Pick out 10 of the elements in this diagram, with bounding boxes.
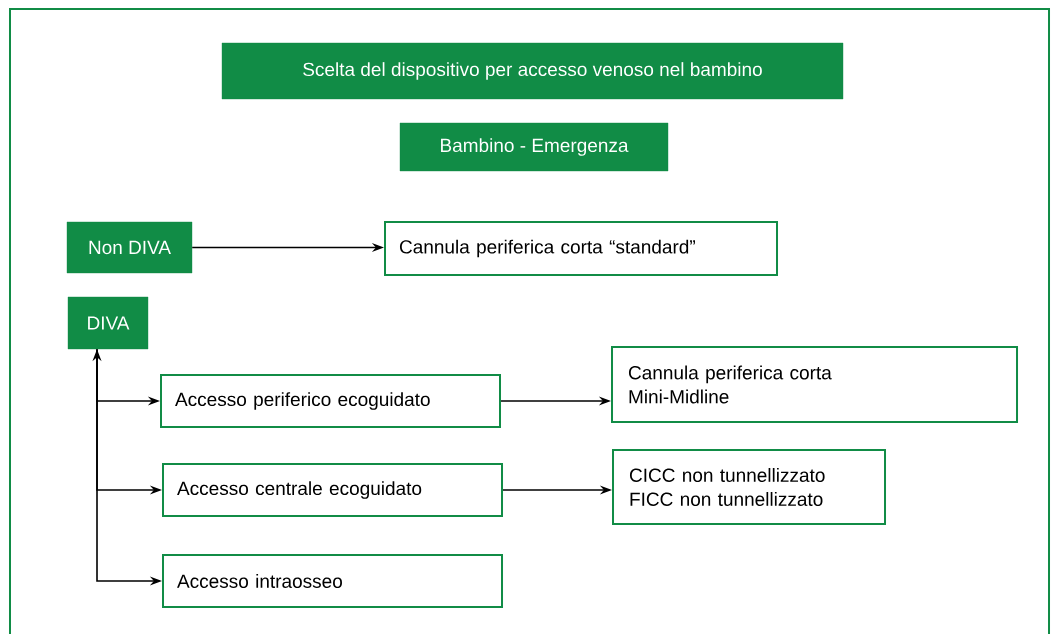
device-box: CICC non tunnellizzato FICC non tunnellizzato [612,449,886,525]
category-box: Non DIVA [66,221,193,274]
category-box: DIVA [67,296,149,350]
access-box: Accesso centrale ecoguidato [162,463,503,517]
access-box: Accesso periferico ecoguidato [160,374,501,428]
title-box: Scelta del dispositivo per accesso venoso nel bambino [221,42,844,100]
access-box: Accesso intraosseo [162,554,503,608]
device-box: Cannula periferica corta Mini-Midline [611,346,1018,423]
heading-box: Bambino - Emergenza [399,122,669,172]
device-box: Cannula periferica corta “standard” [384,221,778,276]
